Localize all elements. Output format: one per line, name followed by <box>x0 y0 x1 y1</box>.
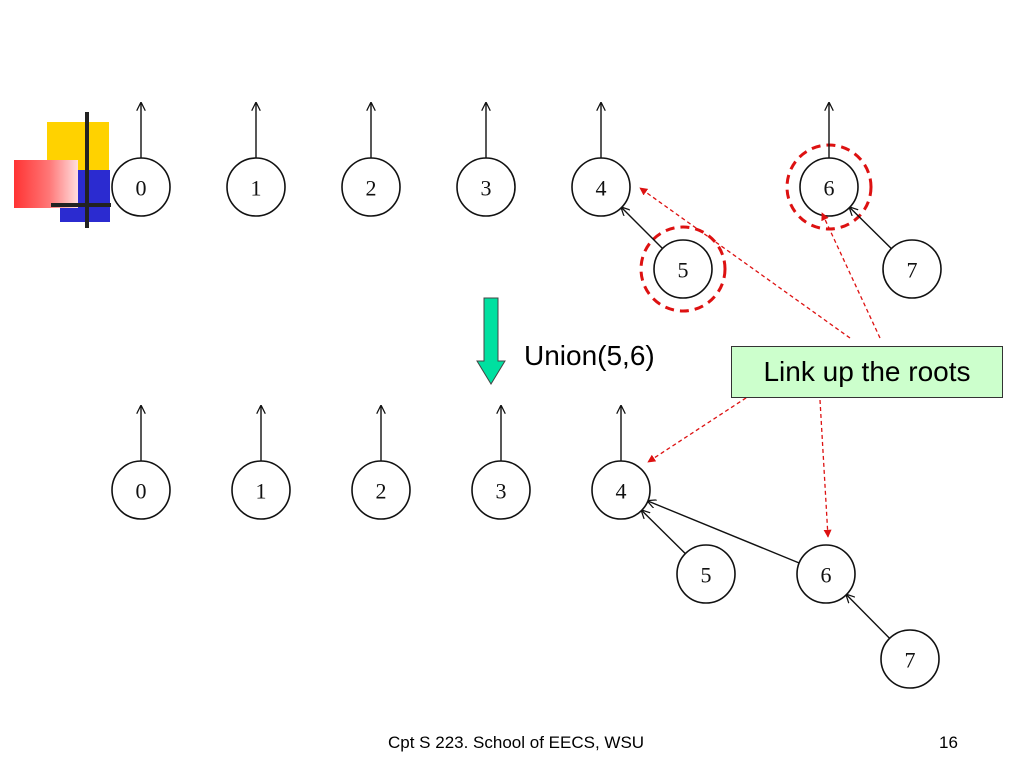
operation-label: Union(5,6) <box>524 340 655 371</box>
node-circle-after-4 <box>591 460 651 520</box>
node-circle-before-7 <box>882 239 942 299</box>
node-after-5: 5 <box>676 544 736 604</box>
edge-before-7-to-6 <box>850 207 892 250</box>
node-label-after-1: 1 <box>256 479 267 504</box>
callout-pointer-group <box>639 187 881 538</box>
node-circle-after-1 <box>231 460 291 520</box>
node-circle-after-3 <box>471 460 531 520</box>
node-group: 0 1 2 3 4 5 6 7 0 1 2 3 4 5 6 7 <box>111 157 942 689</box>
node-circle-after-0 <box>111 460 171 520</box>
node-label-after-5: 5 <box>701 563 712 588</box>
node-circle-before-1 <box>226 157 286 217</box>
node-after-7: 7 <box>880 629 940 689</box>
edge-after-7-to-6 <box>846 595 891 639</box>
node-after-1: 1 <box>231 460 291 520</box>
node-after-4: 4 <box>591 460 651 520</box>
node-before-3: 3 <box>456 157 516 217</box>
node-after-6: 6 <box>796 544 856 604</box>
footer-text: Cpt S 223. School of EECS, WSU <box>388 733 645 752</box>
node-before-4: 4 <box>571 157 631 217</box>
node-circle-after-7 <box>880 629 940 689</box>
node-before-2: 2 <box>341 157 401 217</box>
page-number: 16 <box>939 733 958 752</box>
edge-group <box>141 103 892 639</box>
decor-horizontal-line <box>51 203 111 207</box>
node-label-before-4: 4 <box>596 176 607 201</box>
node-before-6: 6 <box>799 157 859 217</box>
node-label-after-2: 2 <box>376 479 387 504</box>
node-label-before-3: 3 <box>481 176 492 201</box>
node-after-2: 2 <box>351 460 411 520</box>
callout-pointer-after-4 <box>647 393 753 463</box>
node-label-before-7: 7 <box>907 258 918 283</box>
node-label-before-1: 1 <box>251 176 262 201</box>
node-after-3: 3 <box>471 460 531 520</box>
edge-after-5-to-4 <box>642 510 686 555</box>
down-arrow-icon <box>476 297 506 385</box>
callout-box: Link up the roots <box>731 346 1003 398</box>
node-circle-after-2 <box>351 460 411 520</box>
node-label-before-6: 6 <box>824 176 835 201</box>
callout-pointer-before-6 <box>821 212 881 339</box>
node-before-0: 0 <box>111 157 171 217</box>
callout-pointer-before-4 <box>639 187 851 339</box>
node-circle-after-5 <box>676 544 736 604</box>
node-before-5: 5 <box>653 239 713 299</box>
node-circle-before-3 <box>456 157 516 217</box>
node-before-1: 1 <box>226 157 286 217</box>
node-circle-before-0 <box>111 157 171 217</box>
node-label-after-0: 0 <box>136 479 147 504</box>
node-before-7: 7 <box>882 239 942 299</box>
node-circle-before-4 <box>571 157 631 217</box>
callout-pointer-after-6 <box>819 399 832 538</box>
node-circle-before-6 <box>799 157 859 217</box>
node-label-before-0: 0 <box>136 176 147 201</box>
node-label-after-6: 6 <box>821 563 832 588</box>
node-label-after-7: 7 <box>905 648 916 673</box>
node-label-before-5: 5 <box>678 258 689 283</box>
node-label-before-2: 2 <box>366 176 377 201</box>
node-circle-after-6 <box>796 544 856 604</box>
node-label-after-4: 4 <box>616 479 627 504</box>
node-circle-before-2 <box>341 157 401 217</box>
edge-after-6-to-4 <box>648 501 800 564</box>
decor-vertical-line <box>85 112 89 228</box>
highlight-ring-5 <box>639 225 727 313</box>
decor-red-gradient <box>14 160 78 208</box>
node-label-after-3: 3 <box>496 479 507 504</box>
node-after-0: 0 <box>111 460 171 520</box>
edge-before-5-to-4 <box>622 208 663 249</box>
node-circle-before-5 <box>653 239 713 299</box>
